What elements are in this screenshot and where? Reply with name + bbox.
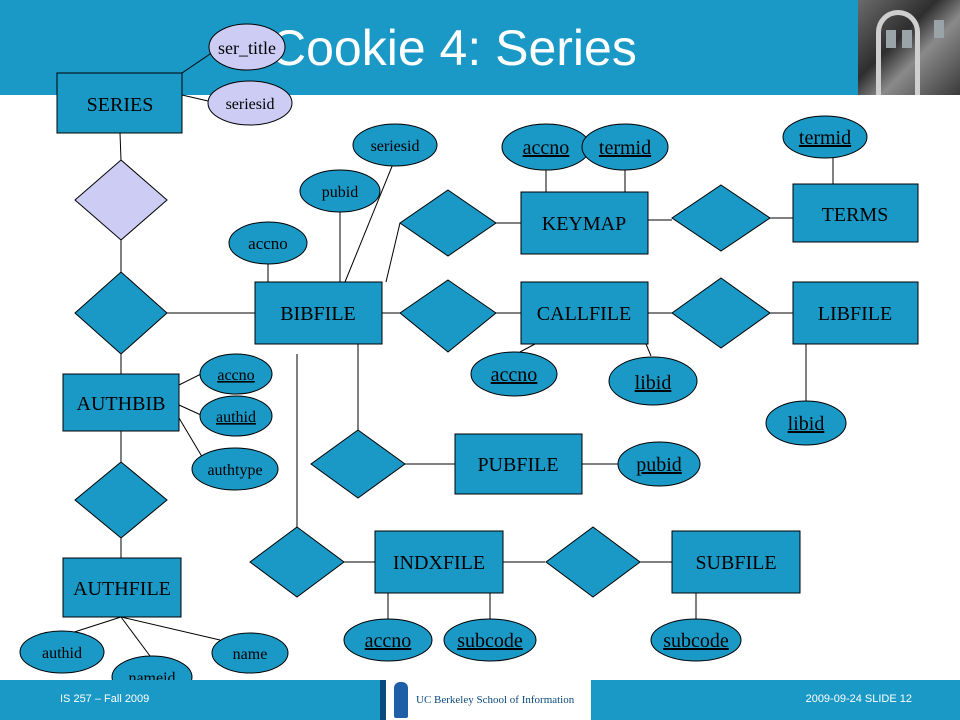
attr-label: accno <box>217 367 254 384</box>
attr-label: seriesid <box>371 138 420 155</box>
attr-label: ser_title <box>218 38 276 58</box>
entity-terms-box <box>792 183 919 243</box>
attr-subcode-ellipse <box>650 618 742 662</box>
attr-label: name <box>233 646 268 663</box>
logo-text: UC Berkeley School of Information <box>416 694 575 706</box>
attr-label: subcode <box>457 630 523 652</box>
keymap-terms-relationship <box>671 184 771 252</box>
attr-label: authid <box>42 645 82 662</box>
window-pane <box>934 20 944 38</box>
attr-name-ellipse <box>211 632 289 674</box>
bib-pub-relationship <box>310 429 406 499</box>
relationship-diamonds <box>74 159 771 598</box>
entity-label: AUTHBIB <box>77 393 166 415</box>
entity-callfile-box <box>520 281 649 345</box>
attr-termid-ellipse <box>581 123 669 171</box>
ischool-logo-icon <box>394 682 408 718</box>
entity-authfile-box <box>62 557 182 618</box>
attr-libid-ellipse <box>765 400 847 446</box>
attr-seriesid-ellipse <box>352 123 438 167</box>
building-photo <box>858 0 960 95</box>
attr-accno-ellipse <box>199 353 273 395</box>
attr-label: pubid <box>322 184 358 201</box>
attr-authtype-ellipse <box>191 447 279 491</box>
entity-libfile-box <box>792 281 919 345</box>
attr-authid-ellipse <box>19 630 105 674</box>
attr-label: accno <box>491 364 538 386</box>
attr-label: libid <box>635 372 672 394</box>
slide-footer: IS 257 – Fall 2009 UC Berkeley School of… <box>0 680 960 720</box>
entity-label: PUBFILE <box>477 454 558 476</box>
entity-label: AUTHFILE <box>73 578 171 600</box>
entity-series-box <box>56 72 183 134</box>
attr-accno-ellipse <box>470 351 558 397</box>
course-label: IS 257 – Fall 2009 <box>60 693 150 705</box>
bib-indx-relationship <box>249 526 345 598</box>
attr-accno-ellipse <box>343 618 433 662</box>
call-lib-relationship <box>671 277 771 349</box>
attribute-ellipses <box>19 23 868 699</box>
entity-bibfile-box <box>254 281 383 345</box>
entity-pubfile-box <box>454 433 583 495</box>
bib-author-relationship <box>74 271 168 355</box>
attr-label: accno <box>523 137 570 159</box>
attr-libid-ellipse <box>608 356 698 406</box>
entity-labels: SERIES BIBFILE KEYMAP TERMS CALLFILE LIB… <box>73 94 892 600</box>
attr-ser-title-ellipse <box>208 23 286 71</box>
attr-termid-ellipse <box>782 115 868 159</box>
slide-number: 2009-09-24 SLIDE 12 <box>805 693 912 705</box>
entity-indxfile-box <box>374 530 504 594</box>
attr-label: authid <box>216 409 256 426</box>
attr-label: subcode <box>663 630 729 652</box>
entity-subfile-box <box>671 530 801 594</box>
attr-label: termid <box>799 127 851 149</box>
arch-shape <box>876 10 920 95</box>
entities <box>56 72 919 618</box>
attr-authid-ellipse <box>199 395 273 437</box>
entity-label: CALLFILE <box>537 303 631 325</box>
window-pane <box>886 30 896 48</box>
attr-label: pubid <box>636 454 682 476</box>
attr-label: accno <box>248 234 288 253</box>
attr-accno-ellipse <box>228 221 308 265</box>
indx-sub-relationship <box>545 526 641 598</box>
attr-label: termid <box>599 137 651 159</box>
entity-label: INDXFILE <box>393 552 485 574</box>
bib-keymap-relationship <box>399 189 497 257</box>
bib-call-relationship <box>399 279 497 353</box>
entity-label: KEYMAP <box>542 213 626 235</box>
entity-label: LIBFILE <box>818 303 892 325</box>
attr-subcode-ellipse <box>443 618 537 662</box>
entity-label: BIBFILE <box>280 303 356 325</box>
entity-keymap-box <box>520 191 649 255</box>
series-weak-relationship <box>74 159 168 241</box>
slide-title: Cookie 4: Series <box>270 20 637 76</box>
entity-authbib-box <box>62 373 180 432</box>
entity-label: TERMS <box>822 204 889 226</box>
attr-label: accno <box>365 630 412 652</box>
entity-label: SERIES <box>87 94 154 116</box>
attribute-labels: ser_title seriesid seriesid pubid accno … <box>42 38 851 687</box>
attr-label: seriesid <box>226 96 275 113</box>
attr-pubid-ellipse <box>299 169 381 213</box>
window-pane <box>902 30 912 48</box>
attr-seriesid-ellipse <box>207 80 293 126</box>
entity-label: SUBFILE <box>695 552 776 574</box>
author-file-relationship <box>74 461 168 539</box>
attr-pubid-ellipse <box>617 441 701 487</box>
attr-label: authtype <box>207 462 262 479</box>
attr-label: libid <box>788 413 825 435</box>
school-logo: UC Berkeley School of Information <box>380 680 591 720</box>
